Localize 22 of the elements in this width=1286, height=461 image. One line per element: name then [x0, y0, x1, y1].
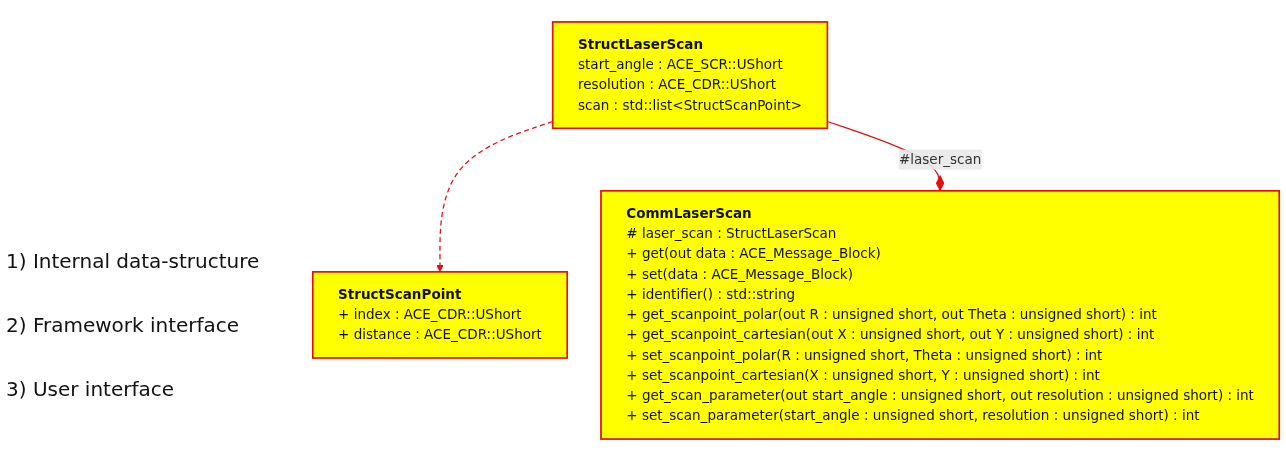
- node-label: StructLaserScan: [578, 36, 704, 53]
- class-box: CommLaserScan # laser_scan : StructLaserScan + get(out data : ACE_Message_Block) + set(data : ACE_Message_Block) + identifier() : std::string + get_scanpoint_polar(out R : unsigned short, out Theta : unsigned short) : int + get_scanpoint_cartesian(out X : unsigned short, out Y : unsigned short) : int + set_scanpoint_polar(R : unsigned short, Theta : unsigned short) : int + set_scanpoint_cartesian(X : unsigned short, Y : unsigned short) : int + get_scan_parameter(out start_angle : unsigned short, out resolution : unsigned short) : int + set_scan_parameter(start_angle : unsigned short, resolution : unsigned short) : int: [600, 189, 1281, 440]
- bracket-label: 3) User interface: [6, 377, 176, 401]
- node-label: # laser_scan : StructLaserScan: [626, 225, 837, 242]
- bracket-label: 1) Internal data-structure: [6, 249, 261, 273]
- edge-label: #laser_scan: [898, 151, 982, 168]
- node-label: + set(data : ACE_Message_Block): [626, 265, 853, 283]
- node-label: + get(out data : ACE_Message_Block): [626, 245, 881, 262]
- class-box: StructLaserScan start_angle : ACE_SCR::UShort resolution : ACE_CDR::UShort scan : std::list<StructScanPoint>: [551, 21, 829, 130]
- class-box: StructScanPoint + index : ACE_CDR::UShort + distance : ACE_CDR::UShort: [311, 271, 569, 359]
- node-label: + set_scanpoint_polar(R : unsigned short, Theta : unsigned short) : int: [626, 347, 1103, 364]
- node-label: start_angle : ACE_SCR::UShort: [578, 56, 783, 73]
- node-label: scan : std::list<StructScanPoint>: [578, 97, 803, 114]
- node-label: CommLaserScan: [626, 205, 752, 222]
- node-label: + set_scanpoint_cartesian(X : unsigned short, Y : unsigned short) : int: [626, 367, 1100, 384]
- bracket-label: 2) Framework interface: [6, 313, 241, 337]
- node-label: resolution : ACE_CDR::UShort: [578, 76, 777, 93]
- node-label: + get_scanpoint_cartesian(out X : unsigned short, out Y : unsigned short) : int: [626, 326, 1155, 343]
- node-label: + identifier() : std::string: [626, 286, 796, 303]
- node-label: + get_scan_parameter(out start_angle : unsigned short, out resolution : unsigned short) : int: [626, 387, 1254, 404]
- node-label: + get_scanpoint_polar(out R : unsigned short, out Theta : unsigned short) : int: [626, 306, 1157, 323]
- node-label: + set_scan_parameter(start_angle : unsigned short, resolution : unsigned short) : int: [626, 407, 1200, 424]
